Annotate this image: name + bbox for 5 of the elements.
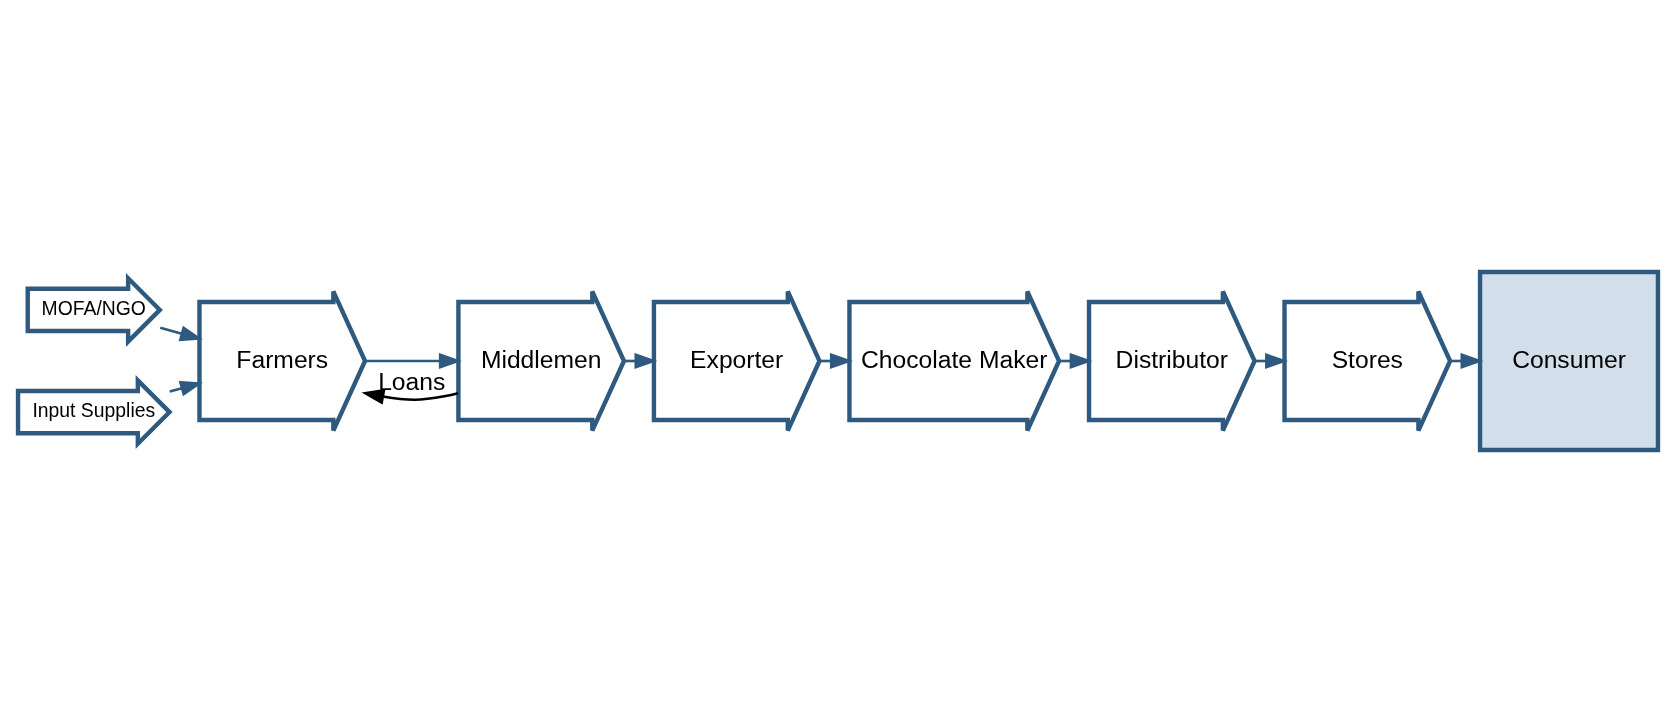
arrow [361,388,459,405]
node-box: Consumer [1477,269,1661,452]
arrow [159,325,203,341]
arrow [365,352,462,369]
edge-label: Loans [378,367,446,395]
